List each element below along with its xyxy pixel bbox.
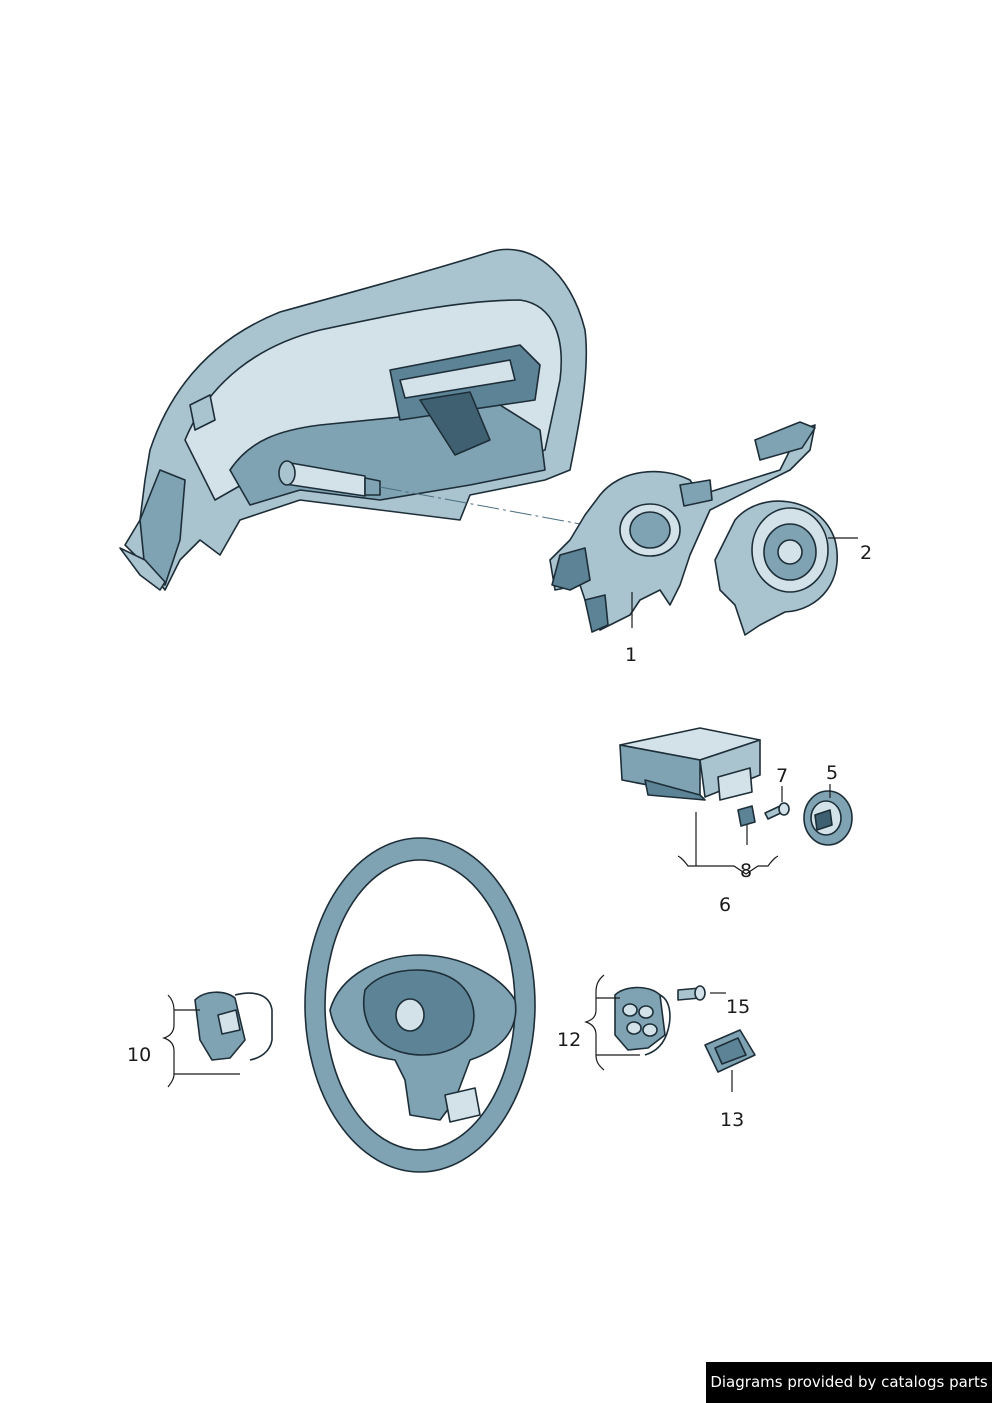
bracket-13: [704, 1029, 756, 1073]
callout-10: 10: [127, 1044, 151, 1066]
callout-15: 15: [726, 996, 750, 1018]
callout-13: 13: [720, 1109, 744, 1131]
bolt-15: [677, 985, 706, 1001]
combination-switch: [549, 421, 816, 633]
callout-8: 8: [740, 860, 752, 882]
callout-5: 5: [826, 762, 838, 784]
callout-12: 12: [557, 1029, 581, 1051]
screw-7: [764, 802, 790, 820]
leader-lines: [162, 537, 858, 1092]
dashboard-assembly: [119, 248, 641, 591]
control-unit: [619, 727, 761, 801]
callout-6: 6: [719, 894, 731, 916]
credit-banner[interactable]: Diagrams provided by catalogs parts: [706, 1362, 992, 1403]
left-button-unit: [194, 991, 273, 1061]
callout-1: 1: [625, 644, 637, 666]
round-cover: [803, 790, 853, 846]
bracket-clip: [737, 805, 756, 827]
right-button-unit: [614, 986, 671, 1056]
clock-spring: [714, 500, 838, 636]
steering-wheel: [304, 837, 536, 1173]
callout-2: 2: [860, 542, 872, 564]
callout-7: 7: [776, 765, 788, 787]
